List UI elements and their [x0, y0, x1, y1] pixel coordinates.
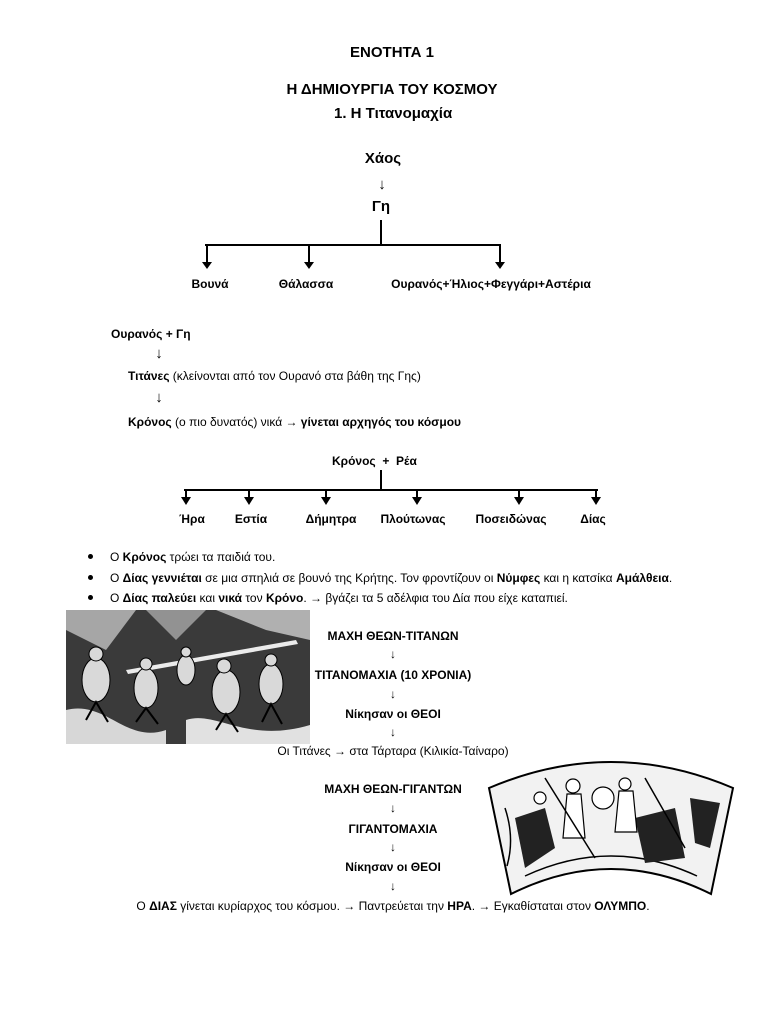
down-arrow: ↓ [390, 647, 396, 661]
tree2-parents: Κρόνος + Ρέα [332, 454, 417, 468]
child-poseidon: Ποσειδώνας [475, 512, 547, 526]
bullet-icon [88, 554, 93, 559]
list-item: Ο Δίας παλεύει και νικά τον Κρόνο. → βγά… [88, 590, 672, 611]
tree1-branch-mountains: Βουνά [191, 277, 229, 291]
down-arrow: ↓ [390, 840, 396, 854]
titanomachy-winner: Νίκησαν οι ΘΕΟΙ [345, 707, 441, 721]
unit-title: ΕΝΟΤΗΤΑ 1 [350, 44, 434, 61]
child-zeus: Δίας [580, 512, 606, 526]
tree1-branch-sky: Ουρανός+Ήλιος+Φεγγάρι+Αστέρια [391, 277, 591, 291]
titans-note: (κλείνονται από τον Ουρανό στα βάθη της … [169, 369, 421, 383]
down-arrow: ↓ [390, 879, 396, 893]
main-title: Η ΔΗΜΙΟΥΡΓΙΑ ΤΟΥ ΚΟΣΜΟΥ [286, 81, 498, 98]
titanomachy-illustration [66, 610, 310, 744]
plus-sign: + [382, 454, 390, 468]
list-item: Ο Δίας γεννιέται σε μια σπηλιά σε βουνό … [88, 570, 672, 591]
titanomachy-result: Οι Τιτάνες → στα Τάρταρα (Κιλικία-Ταίναρ… [277, 744, 509, 758]
child-hestia: Εστία [234, 512, 268, 526]
gigantomachy-winner: Νίκησαν οι ΘΕΟΙ [345, 860, 441, 874]
chain-kronos: Κρόνος (ο πιο δυνατός) νικά → γίνεται αρ… [128, 415, 461, 429]
list-item: Ο Κρόνος τρώει τα παιδιά του. [88, 549, 672, 570]
parent-kronos: Κρόνος [332, 454, 376, 468]
kronos-label: Κρόνος [128, 415, 172, 429]
section-title: 1. Η Τιτανομαχία [334, 105, 453, 122]
kronos-note: (ο πιο δυνατός) νικά → [171, 415, 301, 429]
conclusion-line: Ο ΔΙΑΣ γίνεται κυρίαρχος του κόσμου. → Π… [136, 899, 650, 913]
gigantomachy-name: ΓΙΓΑΝΤΟΜΑΧΙΑ [348, 822, 438, 836]
bullet-icon [88, 595, 93, 600]
bullet-icon [88, 574, 93, 580]
gigantomachy-illustration [485, 748, 737, 900]
parent-rhea: Ρέα [396, 454, 417, 468]
down-arrow: ↓ [155, 345, 163, 362]
tree1-root: Χάος [364, 150, 402, 167]
down-arrow: ↓ [390, 801, 396, 815]
tree1-branch-sea: Θάλασσα [278, 277, 334, 291]
chain-uranus-gaia: Ουρανός + Γη [111, 327, 191, 341]
chain-titans: Τιτάνες (κλείνονται από τον Ουρανό στα β… [128, 369, 421, 383]
child-pluto: Πλούτωνας [380, 512, 446, 526]
child-hera: Ήρα [179, 512, 205, 526]
titanomachy-battle: ΜΑΧΗ ΘΕΩΝ-ΤΙΤΑΝΩΝ [327, 629, 459, 643]
child-demeter: Δήμητρα [305, 512, 357, 526]
tree1-child: Γη [371, 198, 391, 215]
down-arrow: ↓ [155, 389, 163, 406]
down-arrow: ↓ [378, 176, 386, 193]
titanomachy-name: ΤΙΤΑΝΟΜΑΧΙΑ (10 ΧΡΟΝΙΑ) [314, 668, 472, 682]
kronos-result: γίνεται αρχηγός του κόσμου [300, 415, 462, 429]
titans-label: Τιτάνες [128, 369, 170, 383]
down-arrow: ↓ [390, 725, 396, 739]
gigantomachy-battle: ΜΑΧΗ ΘΕΩΝ-ΓΙΓΑΝΤΩΝ [324, 782, 462, 796]
facts-list: Ο Κρόνος τρώει τα παιδιά του. Ο Δίας γεν… [88, 549, 672, 611]
down-arrow: ↓ [390, 687, 396, 701]
